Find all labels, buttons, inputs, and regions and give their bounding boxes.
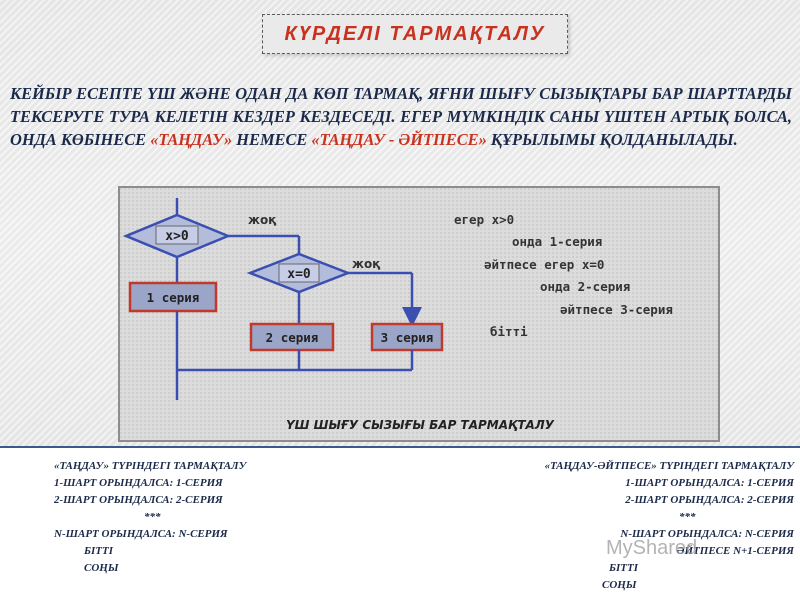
choice-else-heading: «ТАҢДАУ-ӘЙТПЕСЕ» ТҮРІНДЕГІ ТАРМАҚТАЛУ xyxy=(544,460,794,472)
pseudo-line-5: әйтпесе 3-серия xyxy=(560,302,673,317)
no-label-1: жоқ xyxy=(248,213,276,227)
condition-1-label-box xyxy=(155,225,199,245)
choice-else-line-2: 2-ШАРТ ОРЫНДАЛСА: 2-СЕРИЯ xyxy=(625,494,794,506)
series-2-text: 2 серия xyxy=(266,330,319,345)
choice-else-line-n: N-ШАРТ ОРЫНДАЛСА: N-СЕРИЯ xyxy=(620,528,794,540)
pseudo-line-1: егер x>0 xyxy=(454,212,514,227)
series-3-text: 3 серия xyxy=(381,330,434,345)
choice-heading: «ТАҢДАУ» ТҮРІНДЕГІ ТАРМАҚТАЛУ xyxy=(54,460,247,472)
diagram-caption: ҮШ ШЫҒУ СЫЗЫҒЫ БАР ТАРМАҚТАЛУ xyxy=(286,418,555,432)
series-2-box xyxy=(249,322,335,352)
pseudo-line-3: әйтпесе егер x=0 xyxy=(484,257,604,272)
flowchart-diagram: x>0 жоқ 1 серия x=0 жоқ 2 серия 3 серия … xyxy=(118,186,720,442)
series-3-box xyxy=(370,322,444,352)
pseudo-line-6: бітті xyxy=(490,324,528,339)
intro-paragraph: КЕЙБІР ЕСЕПТЕ ҮШ ЖӘНЕ ОДАН ДА КӨП ТАРМАҚ… xyxy=(10,82,792,151)
no-label-2: жоқ xyxy=(352,257,380,271)
intro-text-2: НЕМЕСЕ xyxy=(232,130,312,149)
choice-line-2: 2-ШАРТ ОРЫНДАЛСА: 2-СЕРИЯ xyxy=(54,494,223,506)
choice-else-end-1: БІТТІ xyxy=(609,562,638,574)
choice-end-1: БІТТІ xyxy=(84,545,113,557)
intro-text-3: ҚҰРЫЛЫМЫ ҚОЛДАНЫЛАДЫ. xyxy=(486,130,738,149)
comparison-section: «ТАҢДАУ» ТҮРІНДЕГІ ТАРМАҚТАЛУ 1-ШАРТ ОРЫ… xyxy=(0,446,800,602)
choice-end-2: СОҢЫ xyxy=(84,562,119,574)
choice-else-dots: *** xyxy=(679,511,696,523)
choice-else-block: «ТАҢДАУ-ӘЙТПЕСЕ» ТҮРІНДЕГІ ТАРМАҚТАЛУ 1-… xyxy=(474,458,794,594)
intro-highlight-1: «ТАҢДАУ» xyxy=(150,130,233,149)
intro-text-1: КЕЙБІР ЕСЕПТЕ ҮШ ЖӘНЕ ОДАН ДА КӨП ТАРМАҚ… xyxy=(10,84,792,149)
choice-line-1: 1-ШАРТ ОРЫНДАЛСА: 1-СЕРИЯ xyxy=(54,477,223,489)
title-banner: КҮРДЕЛІ ТАРМАҚТАЛУ xyxy=(262,14,568,54)
watermark-logo: MyShared xyxy=(606,537,698,559)
page-title: КҮРДЕЛІ ТАРМАҚТАЛУ xyxy=(284,22,546,45)
pseudo-line-2: онда 1-серия xyxy=(512,234,602,249)
condition-2-label-box xyxy=(278,263,320,283)
choice-line-n: N-ШАРТ ОРЫНДАЛСА: N-СЕРИЯ xyxy=(54,528,228,540)
intro-highlight-2: «ТАҢДАУ - ӘЙТПЕСЕ» xyxy=(311,130,487,149)
series-1-box xyxy=(128,281,218,313)
choice-else-end-2: СОҢЫ xyxy=(602,579,637,591)
condition-1-text: x>0 xyxy=(165,229,189,244)
series-1-text: 1 серия xyxy=(147,290,200,305)
pseudo-line-4: онда 2-серия xyxy=(540,279,630,294)
choice-else-line-1: 1-ШАРТ ОРЫНДАЛСА: 1-СЕРИЯ xyxy=(625,477,794,489)
choice-else-else: ӘЙТПЕСЕ N+1-СЕРИЯ xyxy=(676,545,794,557)
choice-block: «ТАҢДАУ» ТҮРІНДЕГІ ТАРМАҚТАЛУ 1-ШАРТ ОРЫ… xyxy=(54,458,314,577)
condition-2-text: x=0 xyxy=(287,267,311,282)
choice-dots: *** xyxy=(144,511,161,523)
flowchart-svg: x>0 жоқ 1 серия x=0 жоқ 2 серия 3 серия … xyxy=(120,188,718,440)
